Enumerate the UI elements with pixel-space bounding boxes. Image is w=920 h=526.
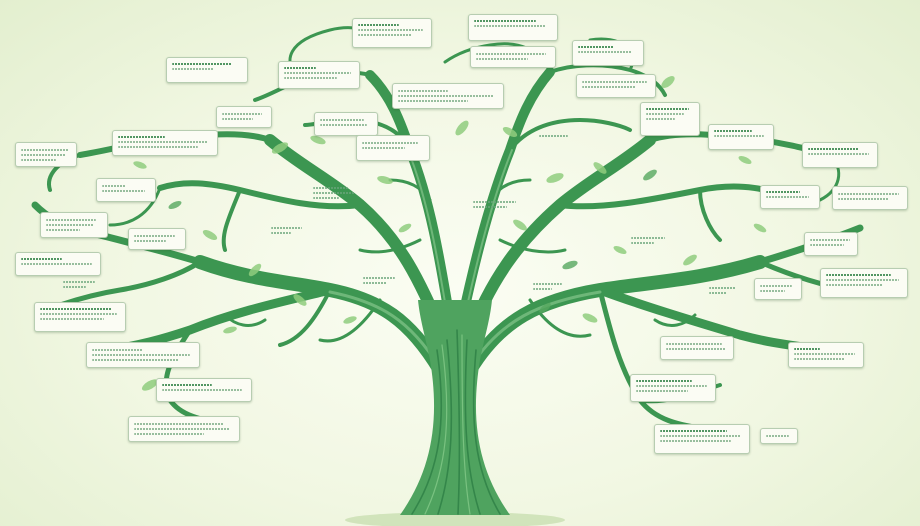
tree-node (128, 228, 186, 250)
branch-label (706, 282, 742, 302)
tree-node (576, 74, 656, 98)
tree-node (832, 186, 908, 210)
tree-node (40, 212, 108, 238)
tree-node (278, 61, 360, 89)
tree-node (804, 232, 858, 256)
tree-node (86, 342, 200, 368)
tree-node (352, 18, 432, 48)
branch-label (310, 182, 360, 210)
tree-node (572, 40, 644, 66)
tree-node (15, 142, 77, 167)
tree-node (760, 428, 798, 444)
tree-node (314, 112, 378, 136)
tree-node (468, 14, 558, 41)
branch-label (60, 276, 104, 296)
tree-node (788, 342, 864, 368)
leaves (133, 76, 767, 391)
tree-node (216, 106, 272, 128)
tree-node (802, 142, 878, 168)
trunk (400, 300, 510, 515)
ground-shadow (345, 512, 565, 526)
tree-node (470, 46, 556, 68)
tree-node (356, 135, 430, 161)
tree-node (392, 83, 504, 109)
tree-node (640, 102, 700, 136)
tree-node (820, 268, 908, 298)
branch-label (536, 130, 576, 148)
tree-node (156, 378, 252, 402)
tree-node (660, 336, 734, 360)
tree-node (15, 252, 101, 276)
tree-node (34, 302, 126, 332)
tree-node (128, 416, 240, 442)
tree-node (708, 124, 774, 150)
tree-node (760, 185, 820, 209)
tree-node (112, 130, 218, 156)
branch-label (360, 272, 406, 292)
branch-label (470, 196, 524, 218)
tree-node (630, 374, 716, 402)
tree-node (654, 424, 750, 454)
branch-label (268, 222, 308, 244)
branch-label (530, 278, 570, 298)
tree-node (96, 178, 156, 202)
branch-label (628, 232, 672, 254)
tree-node (166, 57, 248, 83)
tree-node (754, 278, 802, 300)
